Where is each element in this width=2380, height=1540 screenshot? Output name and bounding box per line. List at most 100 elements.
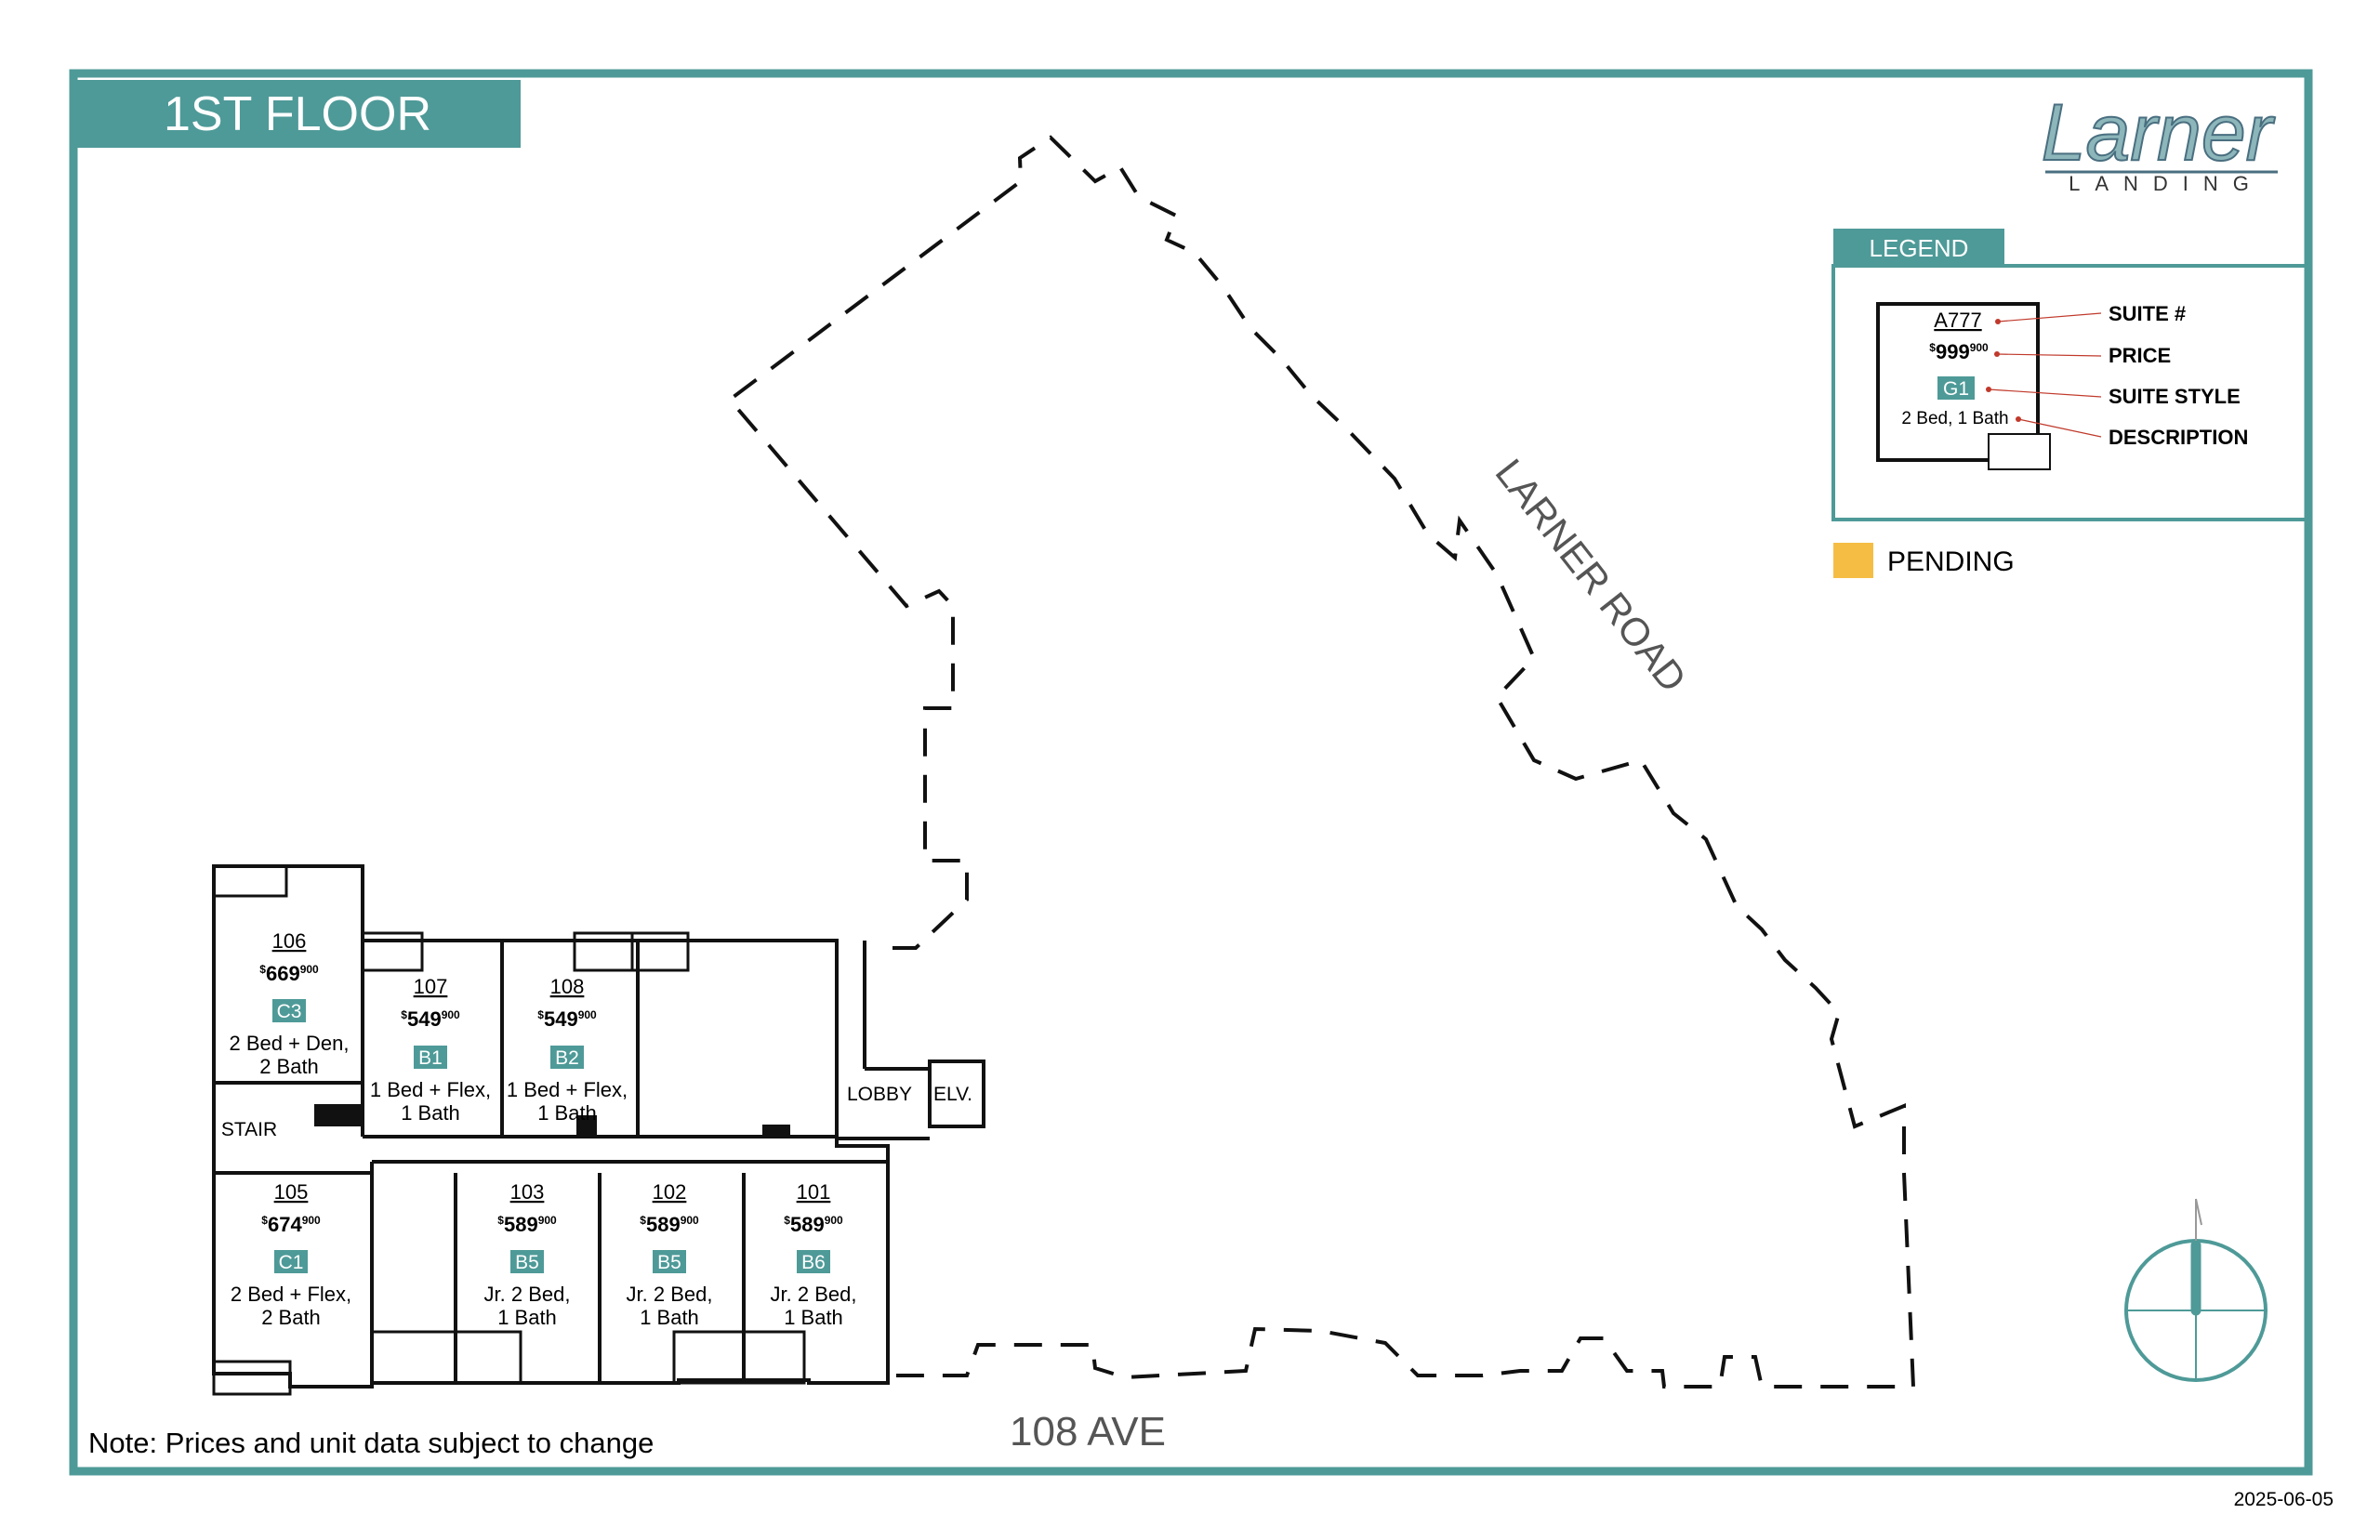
svg-text:$549900: $549900 — [401, 1007, 460, 1031]
street-108-ave: 108 AVE — [1010, 1409, 1166, 1454]
unit-style-badge — [274, 1250, 308, 1273]
unit-dollar: $ — [537, 1008, 544, 1021]
unit-number: 106 — [272, 929, 307, 953]
unit-style: C3 — [277, 1001, 302, 1022]
unit-style-badge — [797, 1250, 830, 1273]
unit-style-badge — [510, 1250, 544, 1273]
unit-style-badge — [272, 999, 306, 1022]
unit-cents: 900 — [442, 1008, 460, 1021]
unit-dollar: $ — [401, 1008, 407, 1021]
unit-101[interactable]: 101 $589900 B6 Jr. 2 Bed, 1 Bath — [771, 1180, 857, 1329]
unit-description-line1: Jr. 2 Bed, — [627, 1283, 713, 1306]
unit-description-line2: 1 Bath — [784, 1306, 843, 1329]
legend-tab — [1833, 229, 2004, 266]
legend-label-style: SUITE STYLE — [2109, 385, 2241, 408]
street-larner-road: LARNER ROAD — [1488, 451, 1696, 700]
unit-description-line2: 1 Bath — [401, 1101, 460, 1125]
legend-tab-label: LEGEND — [1870, 234, 1969, 262]
unit-description-line1: Jr. 2 Bed, — [771, 1283, 857, 1306]
unit-number: 107 — [414, 975, 448, 998]
unit-style: B1 — [418, 1047, 443, 1069]
unit-107[interactable]: 107 $549900 B1 1 Bed + Flex, 1 Bath — [370, 975, 491, 1125]
unit-style: B6 — [801, 1252, 826, 1273]
unit-number: 105 — [274, 1180, 309, 1204]
unit-price: 549 — [544, 1007, 578, 1031]
unit-number: 102 — [653, 1180, 687, 1204]
floor-title: 1ST FLOOR — [164, 87, 431, 141]
legend: LEGEND A777 $999900 G1 2 Bed, 1 Bath SUI… — [1831, 229, 2309, 578]
legend-sample-unit — [1876, 302, 2040, 462]
unit-cents: 900 — [300, 963, 319, 976]
unit-style: B2 — [555, 1047, 579, 1069]
unit-price: 549 — [407, 1007, 442, 1031]
stair-label: STAIR — [221, 1119, 277, 1140]
legend-label-price: PRICE — [2109, 344, 2171, 367]
unit-style-badge — [653, 1250, 686, 1273]
legend-sample-cents: 900 — [1970, 341, 1989, 354]
unit-108[interactable]: 108 $549900 B2 1 Bed + Flex, 1 Bath — [507, 975, 628, 1125]
building — [212, 864, 985, 1396]
unit-price: 674 — [268, 1213, 302, 1236]
legend-label-description: DESCRIPTION — [2109, 426, 2248, 449]
legend-label-suite: SUITE # — [2109, 302, 2186, 325]
unit-cents: 900 — [825, 1214, 843, 1227]
unit-dollar: $ — [784, 1214, 790, 1227]
larner-landing-logo: Larner LANDING — [2041, 87, 2278, 195]
unit-style: B5 — [515, 1252, 539, 1273]
legend-box — [1831, 264, 2309, 521]
unit-description-line2: 2 Bath — [261, 1306, 321, 1329]
unit-number: 108 — [550, 975, 585, 998]
svg-text:$589900: $589900 — [497, 1213, 557, 1236]
svg-text:$549900: $549900 — [537, 1007, 597, 1031]
unit-description-line1: Jr. 2 Bed, — [484, 1283, 571, 1306]
unit-description-line1: 2 Bed + Den, — [229, 1032, 349, 1055]
unit-cents: 900 — [302, 1214, 321, 1227]
logo-script: Larner — [2042, 88, 2276, 178]
unit-description-line1: 1 Bed + Flex, — [507, 1078, 628, 1101]
unit-dollar: $ — [497, 1214, 504, 1227]
unit-description-line1: 1 Bed + Flex, — [370, 1078, 491, 1101]
svg-text:$589900: $589900 — [640, 1213, 699, 1236]
unit-price: 589 — [790, 1213, 825, 1236]
unit-style: B5 — [657, 1252, 681, 1273]
unit-103[interactable]: 103 $589900 B5 Jr. 2 Bed, 1 Bath — [484, 1180, 571, 1329]
lobby-label: LOBBY — [847, 1084, 912, 1105]
unit-description-line2: 1 Bath — [537, 1101, 597, 1125]
elevator-label: ELV. — [933, 1084, 972, 1105]
unit-number: 101 — [797, 1180, 831, 1204]
unit-106[interactable]: 106 $669900 C3 2 Bed + Den, 2 Bath — [229, 929, 349, 1078]
legend-sample-dollar: $ — [1929, 341, 1936, 354]
svg-text:$589900: $589900 — [784, 1213, 843, 1236]
svg-text:$999900: $999900 — [1929, 340, 1989, 363]
legend-sample-style-badge — [1937, 376, 1975, 400]
unit-number: 103 — [510, 1180, 545, 1204]
legend-sample-price: 999 — [1936, 340, 1970, 363]
svg-text:$674900: $674900 — [261, 1213, 321, 1236]
page-frame — [69, 69, 2313, 1476]
date-stamp: 2025-06-05 — [2234, 1489, 2334, 1510]
svg-text:$669900: $669900 — [259, 962, 319, 985]
unit-cents: 900 — [681, 1214, 699, 1227]
unit-cents: 900 — [538, 1214, 557, 1227]
legend-sample-style: G1 — [1943, 378, 1969, 400]
unit-description-line2: 1 Bath — [640, 1306, 699, 1329]
legend-sample-suite: A777 — [1934, 309, 1981, 332]
pending-label: PENDING — [1887, 546, 2015, 577]
unit-price: 589 — [646, 1213, 681, 1236]
site-boundary — [727, 135, 1916, 1389]
unit-description-line2: 1 Bath — [497, 1306, 557, 1329]
unit-style: C1 — [279, 1252, 304, 1273]
legend-sample-balcony — [1988, 433, 2051, 470]
unit-price: 669 — [266, 962, 300, 985]
unit-description-line2: 2 Bath — [259, 1055, 319, 1078]
disclaimer-note: Note: Prices and unit data subject to ch… — [88, 1427, 654, 1459]
legend-sample-description: 2 Bed, 1 Bath — [1901, 409, 2008, 428]
unit-105[interactable]: 105 $674900 C1 2 Bed + Flex, 2 Bath — [231, 1180, 351, 1329]
pending-swatch — [1833, 543, 1873, 578]
unit-description-line1: 2 Bed + Flex, — [231, 1283, 351, 1306]
unit-style-badge — [414, 1046, 447, 1069]
unit-dollar: $ — [261, 1214, 268, 1227]
unit-102[interactable]: 102 $589900 B5 Jr. 2 Bed, 1 Bath — [627, 1180, 713, 1329]
unit-price: 589 — [504, 1213, 538, 1236]
